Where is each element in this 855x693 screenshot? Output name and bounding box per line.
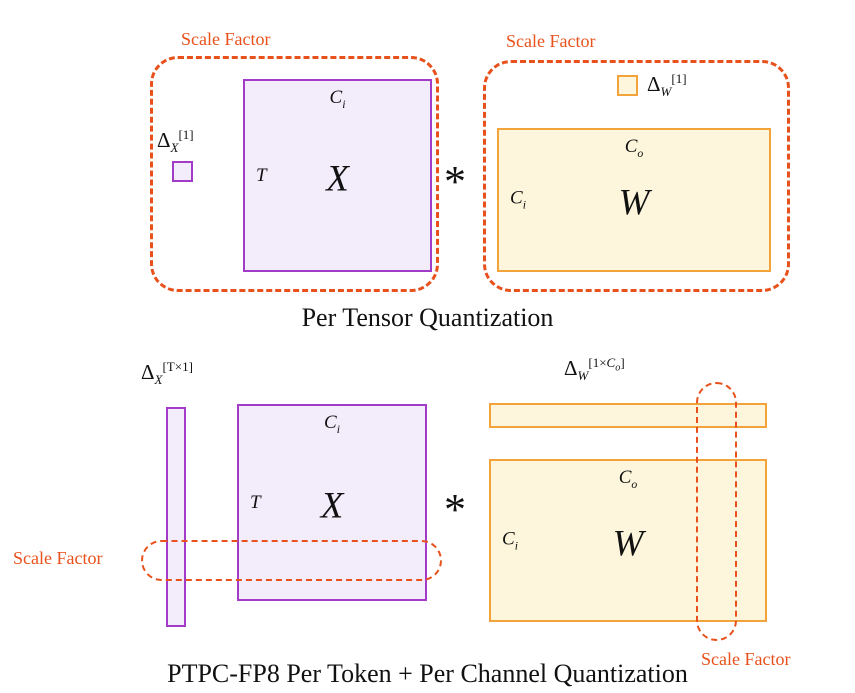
multiply-operator: * (444, 157, 466, 206)
x-token-scale-vector (166, 407, 186, 627)
delta-x-token-label: ΔX[T×1] (141, 359, 193, 388)
channel-scale-factor-label: Scale Factor (701, 649, 791, 669)
x-matrix-rows-label: T (250, 491, 261, 513)
ptpc-caption: PTPC-FP8 Per Token + Per Channel Quantiz… (167, 659, 688, 688)
channel-scale-highlight (696, 382, 737, 641)
w-channel-scale-vector (489, 403, 767, 428)
x-scale-factor-label: Scale Factor (181, 29, 271, 49)
token-scale-highlight (141, 540, 442, 581)
delta-subscript: W (660, 84, 672, 100)
per-tensor-caption: Per Tensor Quantization (301, 303, 554, 332)
x-scale-square (172, 161, 193, 182)
x-matrix-symbol: X (320, 485, 344, 527)
x-matrix-rows-label: T (256, 164, 267, 186)
w-matrix-symbol: W (618, 182, 650, 224)
delta-subscript: X (170, 140, 179, 156)
delta-superscript: [1] (178, 127, 194, 142)
w-matrix: Co Ci W (497, 128, 771, 272)
w-matrix-cols-label: Co (618, 467, 638, 491)
x-matrix: Ci T X (237, 404, 427, 601)
delta-subscript: X (154, 372, 163, 388)
per-tensor-w-scale-region (483, 60, 790, 292)
delta-w-tensor-label: ΔW[1] (647, 71, 687, 100)
w-scale-factor-label: Scale Factor (506, 31, 596, 51)
delta-symbol: Δ (157, 128, 171, 152)
delta-symbol: Δ (647, 72, 661, 96)
w-matrix-symbol: W (612, 523, 644, 565)
w-matrix-rows-label: Ci (510, 187, 526, 212)
delta-superscript: [1] (671, 71, 687, 86)
w-matrix-rows-label: Ci (502, 528, 518, 552)
delta-x-tensor-label: ΔX[1] (157, 127, 194, 156)
w-scale-square (617, 75, 638, 96)
x-matrix-cols-label: Ci (329, 87, 346, 111)
delta-superscript: [1×Co] (588, 355, 625, 374)
delta-w-channel-label: ΔW[1×Co] (564, 355, 625, 384)
delta-symbol: Δ (141, 360, 155, 384)
delta-superscript: [T×1] (162, 359, 193, 374)
multiply-operator: * (444, 485, 466, 534)
w-matrix-cols-label: Co (624, 136, 644, 160)
per-tensor-x-scale-region (150, 56, 439, 292)
x-matrix: Ci T X (243, 79, 432, 272)
x-matrix-cols-label: Ci (324, 412, 340, 436)
delta-subscript: W (577, 368, 589, 384)
x-matrix-symbol: X (326, 158, 349, 200)
token-scale-factor-label: Scale Factor (13, 548, 103, 568)
delta-symbol: Δ (564, 356, 578, 380)
w-matrix: Co Ci W (489, 459, 767, 622)
